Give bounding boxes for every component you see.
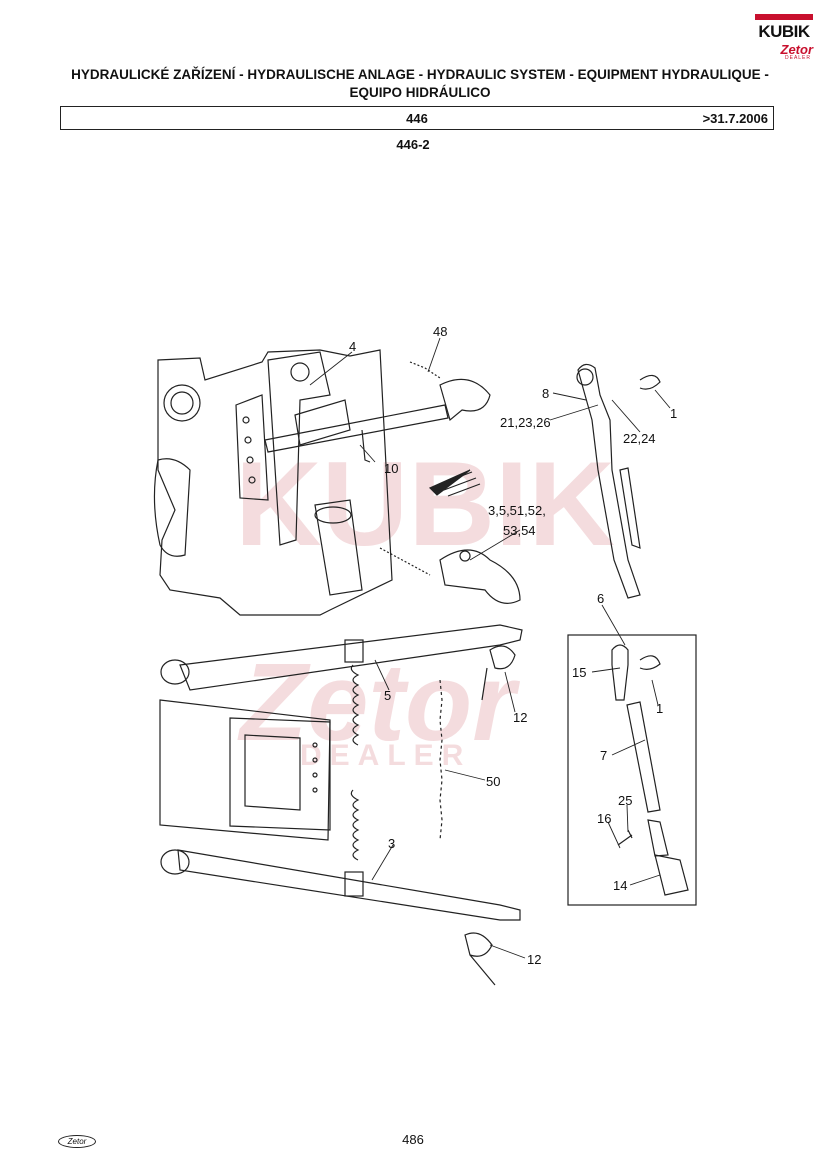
- callout-22-24: 22,24: [623, 431, 656, 446]
- kubik-zetor-logo: KUBIK Zetor DEALER: [755, 14, 814, 61]
- linch-pin-lower: [464, 932, 496, 986]
- callout-14: 14: [613, 878, 627, 893]
- callout-8: 8: [542, 386, 549, 401]
- leader-lines: [309, 337, 671, 959]
- logo-sub: Zetor: [780, 42, 814, 57]
- callout-21-23-26: 21,23,26: [500, 415, 551, 430]
- top-link-eye: [611, 644, 629, 701]
- watermark-line-2: Zetor: [237, 641, 520, 764]
- callout-1-lower: 1: [656, 701, 663, 716]
- linch-pin-upper: [481, 645, 516, 701]
- lower-frame: [159, 699, 331, 841]
- callout-labels: 48 4 8 1 21,23,26 22,24 10 3,5,51,52, 53…: [349, 324, 677, 967]
- tractor-frame: [157, 349, 393, 616]
- line-art: [153, 349, 697, 986]
- stabilizer-spring: [350, 664, 360, 861]
- callout-15: 15: [572, 665, 586, 680]
- page-number: 486: [402, 1132, 424, 1147]
- watermark: KUBIK Zetor DEALER: [235, 437, 615, 772]
- sub-code: 446-2: [396, 137, 430, 152]
- footer-logo: Zetor: [58, 1135, 96, 1148]
- validity-date: >31.7.2006: [702, 111, 768, 126]
- group-box: 446 >31.7.2006: [60, 106, 774, 130]
- cross-shaft: [264, 404, 449, 453]
- callout-16: 16: [597, 811, 611, 826]
- upper-hook: [439, 378, 491, 422]
- callout-10: 10: [384, 461, 398, 476]
- hydraulic-cylinder: [314, 499, 363, 596]
- watermark-line-3: DEALER: [300, 739, 471, 772]
- title-line-2: EQUIPO HIDRÁULICO: [349, 85, 491, 100]
- lower-link-left: [179, 624, 523, 691]
- callout-5: 5: [384, 688, 391, 703]
- callout-1-upper: 1: [670, 406, 677, 421]
- callout-25: 25: [618, 793, 632, 808]
- logo-dealer: DEALER: [785, 55, 812, 61]
- top-link-bracket: [267, 351, 331, 546]
- callout-6: 6: [597, 591, 604, 606]
- lower-hook: [439, 549, 521, 604]
- logo-brand: KUBIK: [758, 22, 810, 41]
- callout-7: 7: [600, 748, 607, 763]
- callout-4: 4: [349, 339, 356, 354]
- top-link-fork: [654, 854, 689, 896]
- watermark-line-1: KUBIK: [235, 437, 615, 571]
- page-title: HYDRAULICKÉ ZAŘÍZENÍ - HYDRAULISCHE ANLA…: [40, 66, 800, 102]
- check-chain: [439, 679, 443, 841]
- axle-hub: [163, 384, 201, 422]
- top-link-tube: [626, 701, 661, 813]
- top-link-parts-box: [567, 634, 697, 906]
- callout-48: 48: [433, 324, 447, 339]
- callout-3: 3: [388, 836, 395, 851]
- callout-12-lower: 12: [527, 952, 541, 967]
- title-line-1: HYDRAULICKÉ ZAŘÍZENÍ - HYDRAULISCHE ANLA…: [71, 67, 769, 82]
- callout-50: 50: [486, 774, 500, 789]
- callout-53-54: 53,54: [503, 523, 536, 538]
- group-code: 446: [406, 111, 428, 126]
- lower-link-right: [177, 849, 521, 921]
- logo-band: [755, 14, 813, 20]
- callout-3-5-51-52: 3,5,51,52,: [488, 503, 546, 518]
- callout-12-upper: 12: [513, 710, 527, 725]
- top-link-upper: [577, 363, 641, 599]
